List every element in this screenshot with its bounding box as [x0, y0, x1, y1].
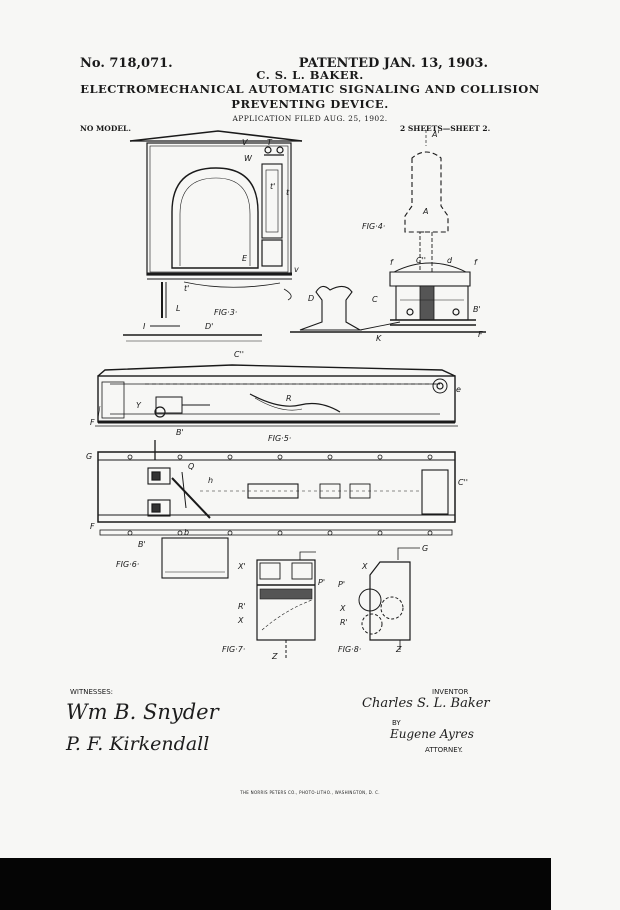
ref-D1: D' [205, 322, 214, 331]
ref-f: f [390, 258, 393, 267]
ref-F: F [478, 330, 483, 339]
witnesses-label: WITNESSES: [70, 688, 114, 696]
ref-I: I [143, 322, 146, 331]
patented-date: PATENTED JAN. 13, 1903. [298, 56, 488, 71]
fig3-label: FIG·3· [214, 308, 238, 317]
witness2-signature: P. F. Kirkendall [66, 733, 210, 755]
printer-credit: THE NORRIS PETERS CO., PHOTO-LITHO., WAS… [240, 790, 380, 795]
ref-G2: G [422, 544, 429, 553]
ref-Z: Z [272, 652, 278, 661]
inventor-name: C. S. L. BAKER. [256, 68, 364, 82]
sheet-count: 2 SHEETS—SHEET 2. [400, 124, 491, 133]
ref-Q: Q [188, 462, 195, 471]
ref-X: X [238, 616, 244, 625]
fig7-label: FIG·7· [222, 645, 246, 654]
ref-L: L [176, 304, 181, 313]
application-filed: APPLICATION FILED AUG. 25, 1902. [232, 114, 388, 123]
ref-F2: F [90, 418, 95, 427]
ref-X3: X [340, 604, 346, 613]
ref-R: R [286, 394, 292, 403]
fig8-label: FIG·8· [338, 645, 362, 654]
fig4-label: FIG·4· [362, 222, 386, 231]
patent-title-line2: PREVENTING DEVICE. [231, 97, 389, 111]
ref-t1: t' [270, 182, 276, 191]
ref-h: h [208, 476, 214, 485]
ref-P1: P' [318, 578, 326, 587]
ref-G: G [86, 452, 93, 461]
patent-number: No. 718,071. [80, 56, 173, 71]
ref-F3: F [90, 522, 95, 531]
ref-C2: C'' [416, 256, 426, 265]
ref-Y: Y [136, 401, 141, 410]
by-label: BY [392, 719, 401, 727]
ref-A1: A' [432, 130, 440, 139]
ref-R1: R' [238, 602, 246, 611]
ref-f2: f [474, 258, 477, 267]
ref-t2: t' [184, 284, 190, 293]
ref-t: t [286, 188, 290, 197]
attorney-signature: Eugene Ayres [390, 727, 474, 741]
figure-3-drawing [123, 130, 303, 342]
witness1-signature: Wm B. Snyder [66, 700, 219, 724]
ref-B1: B' [473, 305, 481, 314]
ref-X2: X [362, 562, 368, 571]
ref-T: T [267, 138, 272, 147]
ref-V: V [242, 138, 248, 147]
model-note: NO MODEL. [80, 124, 131, 133]
inventor-label: INVENTOR [432, 688, 469, 696]
ref-e: e [456, 385, 461, 394]
figure-5-drawing [95, 364, 458, 427]
ref-K: K [376, 334, 382, 343]
ref-b: b [184, 528, 190, 537]
ref-A: A [423, 207, 429, 216]
ref-C3: C'' [234, 350, 244, 359]
ref-B: B' [176, 428, 184, 437]
ref-B3: B' [138, 540, 146, 549]
ref-R2: R' [340, 618, 348, 627]
ref-D: D [308, 294, 315, 303]
ref-v: v [294, 265, 299, 274]
ref-E: E [242, 254, 248, 263]
figure-6-drawing [97, 440, 456, 579]
figure-4-drawing [290, 130, 486, 333]
ref-P2: P' [338, 580, 346, 589]
ref-d: d [447, 256, 453, 265]
ref-C4: C'' [458, 478, 468, 487]
ref-Z2: Z [396, 645, 402, 654]
fig5-label: FIG·5· [268, 434, 292, 443]
ref-W: W [244, 154, 252, 163]
ref-X1: X' [238, 562, 246, 571]
fig6-label: FIG·6· [116, 560, 140, 569]
scan-border-bar [0, 858, 551, 910]
attorney-label: ATTORNEY. [425, 746, 463, 754]
inventor-signature: Charles S. L. Baker [362, 696, 490, 711]
ref-C: C [372, 295, 378, 304]
figure-7-drawing [256, 551, 316, 660]
figure-8-drawing [358, 547, 420, 650]
patent-title-line1: ELECTROMECHANICAL AUTOMATIC SIGNALING AN… [80, 82, 540, 96]
